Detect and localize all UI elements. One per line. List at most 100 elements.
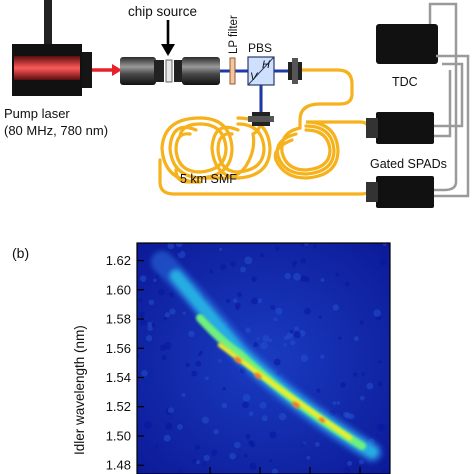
noise-dot xyxy=(182,311,186,315)
noise-dot xyxy=(290,340,296,346)
noise-dot xyxy=(259,252,265,258)
signal-cables xyxy=(428,2,470,198)
noise-dot xyxy=(343,467,351,474)
noise-dot xyxy=(168,292,175,298)
noise-dot xyxy=(306,455,311,460)
y-tick-label: 1.60 xyxy=(106,282,131,297)
noise-dot xyxy=(148,299,155,306)
noise-dot xyxy=(159,344,167,352)
noise-dot xyxy=(229,452,236,460)
noise-dot xyxy=(219,263,227,271)
noise-dot xyxy=(221,402,228,409)
noise-dot xyxy=(270,305,276,310)
noise-dot xyxy=(316,388,321,393)
noise-dot xyxy=(257,298,263,304)
noise-dot xyxy=(157,288,165,296)
noise-dot xyxy=(261,415,268,422)
pump-beam xyxy=(92,64,122,76)
pump-laser xyxy=(12,0,92,96)
noise-dot xyxy=(248,439,254,446)
smf-label: 5 km SMF xyxy=(180,172,237,186)
noise-dot xyxy=(377,423,386,432)
noise-dot xyxy=(147,321,153,327)
noise-dot xyxy=(181,392,186,397)
noise-dot xyxy=(205,376,209,381)
pol-h-label: H xyxy=(262,59,270,71)
lp-filter xyxy=(229,57,236,85)
y-tick-label: 1.52 xyxy=(106,399,131,414)
noise-dot xyxy=(177,468,183,474)
noise-dot xyxy=(313,244,318,249)
spad-upper xyxy=(366,112,434,144)
noise-dot xyxy=(192,458,197,464)
noise-dot xyxy=(245,327,252,333)
noise-dot xyxy=(259,401,267,409)
pump-params-label: (80 MHz, 780 nm) xyxy=(4,123,108,138)
noise-dot xyxy=(301,442,306,447)
noise-dot xyxy=(141,369,148,377)
noise-dot xyxy=(335,272,339,277)
y-axis: 1.481.501.521.541.561.581.601.62 xyxy=(106,253,144,473)
noise-dot xyxy=(139,275,147,282)
noise-dot xyxy=(169,308,176,315)
noise-dot xyxy=(154,444,159,449)
noise-dot xyxy=(260,341,268,350)
y-tick-label: 1.58 xyxy=(106,312,131,327)
pol-v-label: V xyxy=(250,71,259,83)
noise-dot xyxy=(304,243,309,246)
noise-dot xyxy=(191,370,198,377)
y-axis-label: Idler wavelength (nm) xyxy=(72,325,87,455)
noise-dot xyxy=(283,343,287,347)
heatmap-plot: 1.481.501.521.541.561.581.601.62 xyxy=(106,242,391,474)
noise-dot xyxy=(222,386,227,391)
noise-dot xyxy=(284,272,291,280)
noise-dot xyxy=(167,243,175,250)
noise-dot xyxy=(373,309,381,317)
noise-dot xyxy=(175,243,183,248)
noise-dot xyxy=(271,468,278,474)
noise-dot xyxy=(153,278,157,283)
noise-dot xyxy=(195,360,202,367)
noise-dot xyxy=(138,297,143,302)
noise-dot xyxy=(300,275,307,282)
noise-dot xyxy=(209,269,213,274)
noise-dot xyxy=(244,256,253,265)
noise-dot xyxy=(203,454,210,461)
chip-arrow xyxy=(161,20,175,56)
noise-dot xyxy=(248,411,254,417)
noise-dot xyxy=(347,460,353,466)
noise-dot xyxy=(300,354,309,362)
noise-dot xyxy=(366,382,374,390)
noise-dot xyxy=(340,382,346,388)
coupling-lens-right xyxy=(174,57,220,85)
coupling-lens-left xyxy=(120,57,164,85)
noise-dot xyxy=(318,315,322,319)
noise-dot xyxy=(147,325,153,331)
noise-dot xyxy=(211,449,218,456)
noise-dot xyxy=(358,459,364,465)
pump-laser-label: Pump laser xyxy=(4,106,70,121)
panel-b-label: (b) xyxy=(12,245,29,261)
noise-dot xyxy=(242,401,249,409)
correlation-band xyxy=(151,251,383,463)
noise-dot xyxy=(354,336,359,342)
noise-dot xyxy=(167,407,174,414)
noise-dot xyxy=(301,243,305,247)
noise-dot xyxy=(352,372,358,377)
fiber-coupler-v xyxy=(248,112,274,126)
noise-dot xyxy=(332,304,339,311)
noise-dot xyxy=(332,401,337,406)
tdc-label: TDC xyxy=(392,75,418,89)
noise-dot xyxy=(164,422,173,430)
noise-dot xyxy=(294,326,299,331)
noise-dot xyxy=(251,297,259,305)
noise-dot xyxy=(274,246,280,251)
noise-dot xyxy=(315,442,320,447)
noise-dot xyxy=(289,330,294,334)
noise-dot xyxy=(359,395,365,401)
noise-dot xyxy=(185,362,190,368)
noise-dot xyxy=(382,243,387,246)
noise-dot xyxy=(177,249,182,254)
noise-dot xyxy=(163,434,171,442)
y-tick-label: 1.50 xyxy=(106,428,131,443)
